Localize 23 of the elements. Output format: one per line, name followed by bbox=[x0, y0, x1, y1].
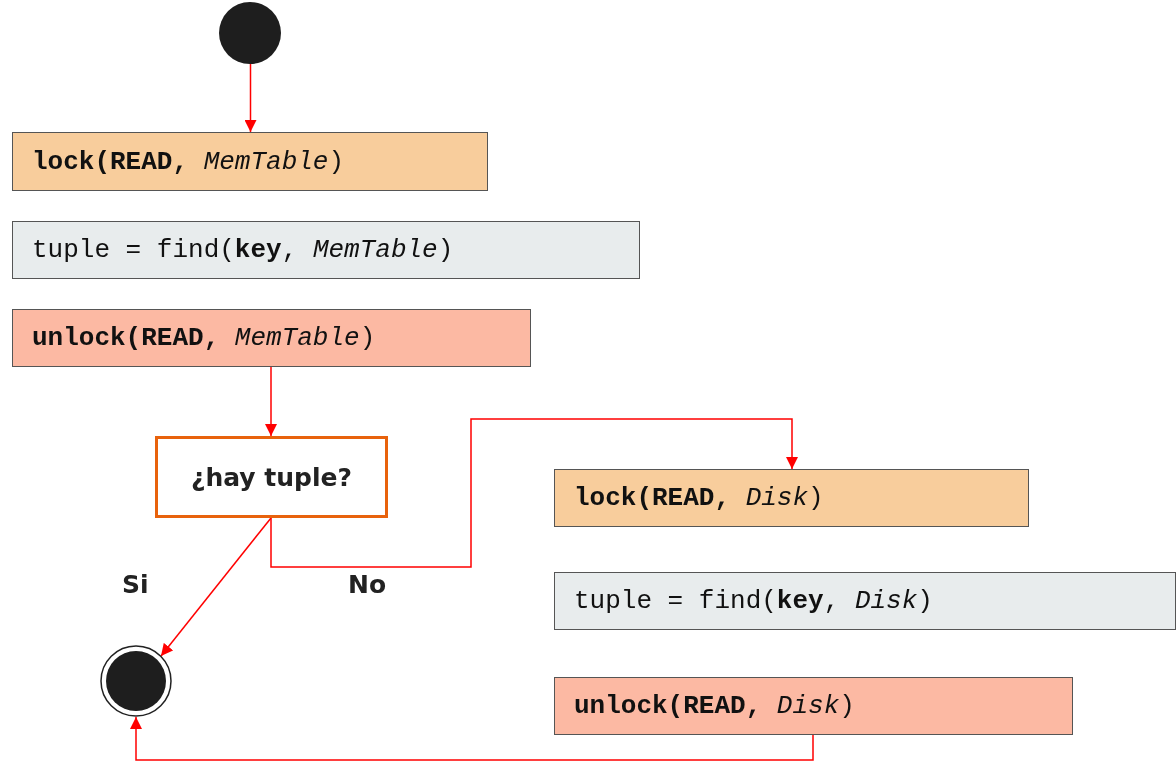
code-text: unlock(READ, MemTable) bbox=[31, 323, 376, 353]
process-box bbox=[554, 677, 1073, 735]
decision-text: ¿hay tuple? bbox=[189, 462, 354, 492]
code-text: lock(READ, Disk) bbox=[573, 483, 824, 513]
code-text: tuple = find(key, Disk) bbox=[573, 586, 933, 616]
end-node bbox=[100, 645, 172, 717]
edge-label: No bbox=[348, 570, 387, 599]
process-box bbox=[554, 572, 1176, 630]
arrow bbox=[265, 366, 277, 437]
arrow bbox=[270, 418, 798, 568]
process-box bbox=[12, 132, 488, 191]
code-text: unlock(READ, Disk) bbox=[573, 691, 855, 721]
code-text: lock(READ, MemTable) bbox=[31, 146, 345, 177]
edge-label: Si bbox=[122, 570, 149, 599]
code-text: tuple = find(key, MemTable) bbox=[31, 235, 454, 265]
start-node bbox=[219, 2, 281, 64]
process-box bbox=[554, 469, 1029, 527]
process-box bbox=[12, 309, 531, 367]
arrow bbox=[130, 716, 814, 761]
decision-box bbox=[155, 436, 388, 518]
arrow bbox=[244, 63, 257, 133]
process-box bbox=[12, 221, 640, 279]
arrow bbox=[160, 517, 272, 657]
